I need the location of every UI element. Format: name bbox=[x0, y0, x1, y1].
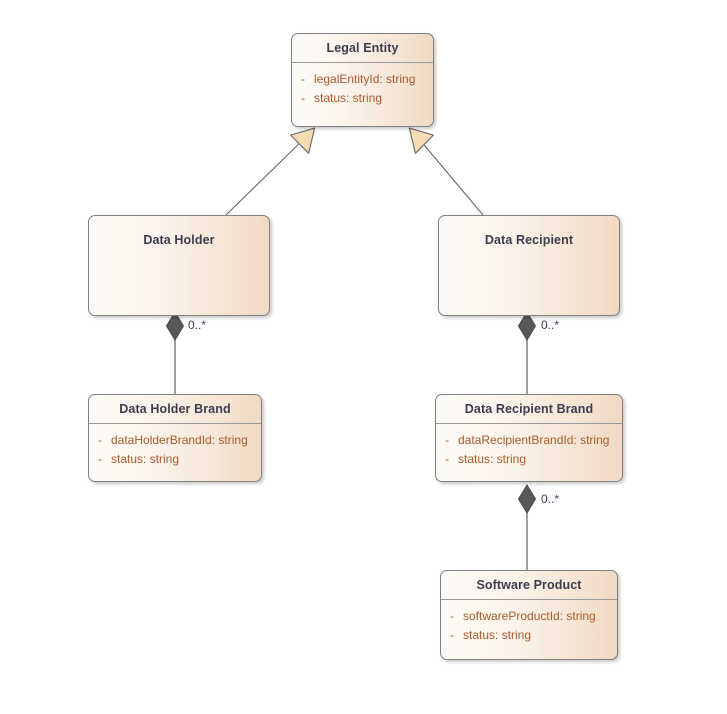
attribute-signature: status: string bbox=[458, 452, 527, 466]
class-name-legal-entity: Legal Entity bbox=[326, 40, 399, 55]
attribute-signature: status: string bbox=[111, 452, 180, 466]
attribute-row: - dataRecipientBrandId: string bbox=[436, 431, 622, 450]
attribute-list-data-holder-brand: - dataHolderBrandId: string - status: st… bbox=[89, 424, 261, 469]
visibility-marker: - bbox=[301, 91, 305, 105]
visibility-marker: - bbox=[445, 433, 449, 447]
attribute-row: - legalEntityId: string bbox=[292, 70, 433, 89]
generalization-line bbox=[416, 136, 484, 216]
visibility-marker: - bbox=[450, 609, 454, 623]
attribute-row: - status: string bbox=[89, 450, 261, 469]
generalization-line bbox=[225, 136, 307, 216]
attribute-signature: dataHolderBrandId: string bbox=[111, 433, 248, 447]
class-header-software-product: Software Product bbox=[441, 571, 617, 600]
visibility-marker: - bbox=[301, 72, 305, 86]
attribute-signature: softwareProductId: string bbox=[463, 609, 596, 623]
generalization-data-recipient-to-legal-entity bbox=[408, 127, 484, 216]
class-box-legal-entity[interactable]: Legal Entity - legalEntityId: string - s… bbox=[291, 33, 434, 127]
attribute-row: - dataHolderBrandId: string bbox=[89, 431, 261, 450]
attribute-list-legal-entity: - legalEntityId: string - status: string bbox=[292, 63, 433, 108]
attribute-row: - status: string bbox=[441, 626, 617, 645]
multiplicity-data-recipient-brand: 0..* bbox=[541, 318, 560, 332]
attribute-row: - status: string bbox=[436, 450, 622, 469]
class-name-software-product: Software Product bbox=[476, 577, 582, 592]
generalization-arrowhead-icon bbox=[408, 127, 434, 154]
class-header-legal-entity: Legal Entity bbox=[292, 34, 433, 63]
composition-data-holder-to-data-holder-brand bbox=[165, 311, 185, 394]
class-name-data-recipient-brand: Data Recipient Brand bbox=[464, 401, 594, 416]
class-box-data-recipient-brand[interactable]: Data Recipient Brand - dataRecipientBran… bbox=[435, 394, 623, 482]
multiplicity-software-product: 0..* bbox=[541, 492, 560, 506]
class-box-data-recipient[interactable]: Data Recipient bbox=[438, 215, 620, 316]
visibility-marker: - bbox=[445, 452, 449, 466]
composition-diamond-icon bbox=[517, 484, 537, 514]
class-box-data-holder[interactable]: Data Holder bbox=[88, 215, 270, 316]
class-name-data-recipient: Data Recipient bbox=[484, 233, 574, 247]
class-box-data-holder-brand[interactable]: Data Holder Brand - dataHolderBrandId: s… bbox=[88, 394, 262, 482]
attribute-row: - softwareProductId: string bbox=[441, 607, 617, 626]
class-name-data-holder: Data Holder bbox=[143, 233, 215, 247]
composition-diamond-icon bbox=[165, 311, 185, 341]
multiplicity-data-holder-brand: 0..* bbox=[188, 318, 207, 332]
class-header-data-holder-brand: Data Holder Brand bbox=[89, 395, 261, 424]
class-box-software-product[interactable]: Software Product - softwareProductId: st… bbox=[440, 570, 618, 660]
composition-data-recipient-to-data-recipient-brand bbox=[517, 311, 537, 394]
composition-diamond-icon bbox=[517, 311, 537, 341]
visibility-marker: - bbox=[98, 433, 102, 447]
attribute-signature: dataRecipientBrandId: string bbox=[458, 433, 610, 447]
generalization-data-holder-to-legal-entity bbox=[225, 127, 316, 216]
generalization-arrowhead-icon bbox=[290, 127, 316, 154]
class-name-data-holder-brand: Data Holder Brand bbox=[119, 401, 231, 416]
attribute-signature: status: string bbox=[463, 628, 532, 642]
visibility-marker: - bbox=[98, 452, 102, 466]
attribute-signature: legalEntityId: string bbox=[314, 72, 416, 86]
attribute-signature: status: string bbox=[314, 91, 383, 105]
class-header-data-recipient-brand: Data Recipient Brand bbox=[436, 395, 622, 424]
attribute-row: - status: string bbox=[292, 89, 433, 108]
attribute-list-software-product: - softwareProductId: string - status: st… bbox=[441, 600, 617, 645]
visibility-marker: - bbox=[450, 628, 454, 642]
attribute-list-data-recipient-brand: - dataRecipientBrandId: string - status:… bbox=[436, 424, 622, 469]
composition-data-recipient-brand-to-software-product bbox=[517, 484, 537, 570]
